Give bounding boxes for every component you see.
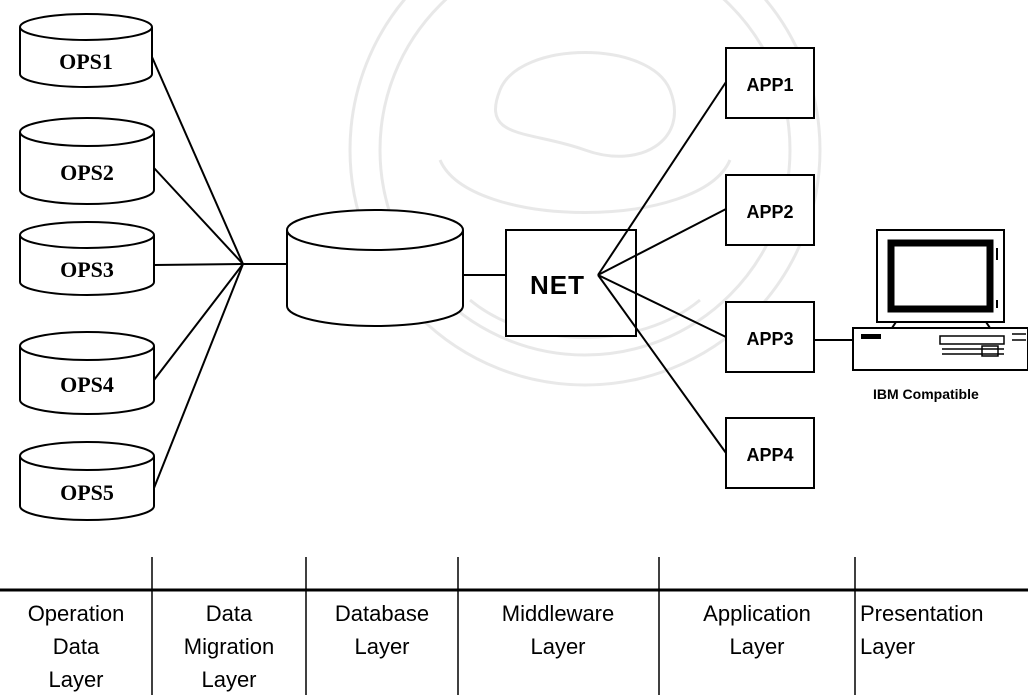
ops-cylinder: OPS4: [19, 331, 155, 415]
ops-label: OPS3: [60, 257, 114, 282]
app-node: APP2: [725, 174, 815, 246]
layer-label-line: Application: [703, 601, 811, 626]
layer-label-line: Layer: [860, 634, 915, 659]
app-label: APP3: [746, 329, 793, 349]
layer-label-line: Layer: [48, 667, 103, 692]
ops-label: OPS4: [60, 372, 114, 397]
ops-cylinder: OPS3: [19, 221, 155, 296]
computer-icon: IBM Compatible: [852, 229, 1028, 402]
app-label: APP2: [746, 202, 793, 222]
layer-label-line: Data: [206, 601, 253, 626]
ops-label: OPS2: [60, 160, 114, 185]
ops-cylinder: OPS1: [19, 13, 153, 88]
ops-label: OPS1: [59, 49, 113, 74]
app-label: APP1: [746, 75, 793, 95]
layer-label-line: Database: [335, 601, 429, 626]
app-connectors: [597, 81, 727, 454]
layer-label-line: Layer: [729, 634, 784, 659]
layer-label-line: Presentation: [860, 601, 984, 626]
ops-cylinder: OPS2: [19, 117, 155, 205]
layer-label-line: Operation: [28, 601, 125, 626]
app-node: APP3: [725, 301, 815, 373]
layer-label-line: Data: [53, 634, 100, 659]
layer-label-line: Migration: [184, 634, 274, 659]
layer-axis: [0, 557, 1028, 695]
ops-connectors: [151, 56, 287, 489]
layer-label-line: Layer: [530, 634, 585, 659]
layer-label-line: Layer: [201, 667, 256, 692]
app-node: APP1: [725, 47, 815, 119]
ops-label: OPS5: [60, 480, 114, 505]
layer-label-line: Middleware: [502, 601, 615, 626]
layer-label-line: Layer: [354, 634, 409, 659]
net-label: NET: [530, 270, 585, 300]
ops-cylinder: OPS5: [19, 441, 155, 521]
app-node: APP4: [725, 417, 815, 489]
pc-label: IBM Compatible: [873, 386, 979, 402]
net-node: NET: [505, 229, 637, 337]
app-label: APP4: [746, 445, 793, 465]
central-database-cylinder: [286, 209, 464, 327]
watermark-seal: [348, 0, 822, 387]
